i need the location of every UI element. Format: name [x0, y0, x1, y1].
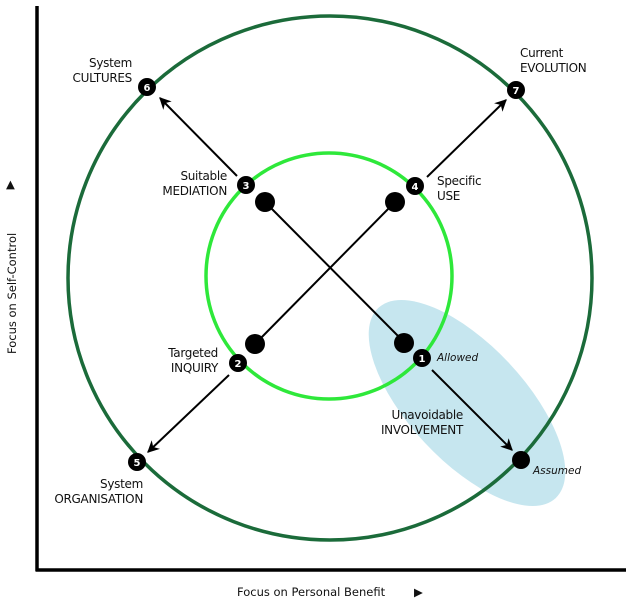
- diagonal-line-3-1: [264, 201, 405, 343]
- node-3-number: 3: [243, 181, 250, 192]
- x-axis-arrow-icon: ▶: [414, 585, 423, 599]
- inner-circle: [204, 151, 454, 401]
- involvement-label-line1: Unavoidable: [391, 408, 463, 422]
- node-5-label-line2: ORGANISATION: [54, 492, 143, 506]
- node-2-number: 2: [235, 359, 242, 370]
- assumed-note: Assumed: [532, 465, 581, 477]
- node-7-label-line2: EVOLUTION: [520, 61, 587, 75]
- inner-dot-lower-left: [245, 334, 265, 354]
- node-5-number: 5: [134, 458, 141, 469]
- inner-dot-upper-right: [385, 192, 405, 212]
- node-6-number: 6: [144, 83, 151, 94]
- inner-dot-lower-right: [394, 333, 414, 353]
- assumed-dot: [512, 451, 530, 469]
- node-2-label-line2: INQUIRY: [171, 361, 219, 375]
- node-1-allowed-note: Allowed: [436, 352, 478, 364]
- node-7-number: 7: [513, 86, 520, 97]
- node-4-label-line2: USE: [437, 189, 460, 203]
- node-4: 4: [406, 177, 424, 195]
- node-3-label-line2: MEDIATION: [162, 184, 227, 198]
- y-axis-arrow-icon: ▲: [6, 177, 15, 191]
- node-6-label-line2: CULTURES: [73, 71, 132, 85]
- outer-circle: [66, 14, 594, 542]
- node-2: 2: [229, 354, 247, 372]
- arrow-1-to-assumed: [431, 369, 513, 451]
- node-6-label-line1: System: [89, 56, 132, 70]
- node-7-label-line1: Current: [520, 46, 564, 60]
- node-1-number: 1: [419, 354, 426, 365]
- inner-dot-upper-left: [255, 192, 275, 212]
- arrow-2-to-5: [147, 374, 230, 453]
- node-1: 1: [413, 349, 431, 367]
- node-4-label-line1: Specific: [437, 174, 481, 188]
- involvement-label-line2: INVOLVEMENT: [381, 423, 464, 437]
- arrow-3-to-6: [159, 97, 238, 177]
- node-3: 3: [237, 176, 255, 194]
- node-7: 7: [507, 81, 525, 99]
- node-5-label-line1: System: [100, 477, 143, 491]
- arrow-4-to-7: [426, 99, 507, 178]
- node-5: 5: [128, 453, 146, 471]
- x-axis-label: Focus on Personal Benefit: [237, 585, 386, 599]
- node-3-label-line1: Suitable: [180, 169, 227, 183]
- diagonal-line-4-2: [255, 201, 396, 344]
- node-2-label-line1: Targeted: [167, 346, 218, 360]
- node-6: 6: [138, 78, 156, 96]
- node-4-number: 4: [412, 182, 419, 193]
- y-axis-label: Focus on Self-Control: [5, 233, 19, 354]
